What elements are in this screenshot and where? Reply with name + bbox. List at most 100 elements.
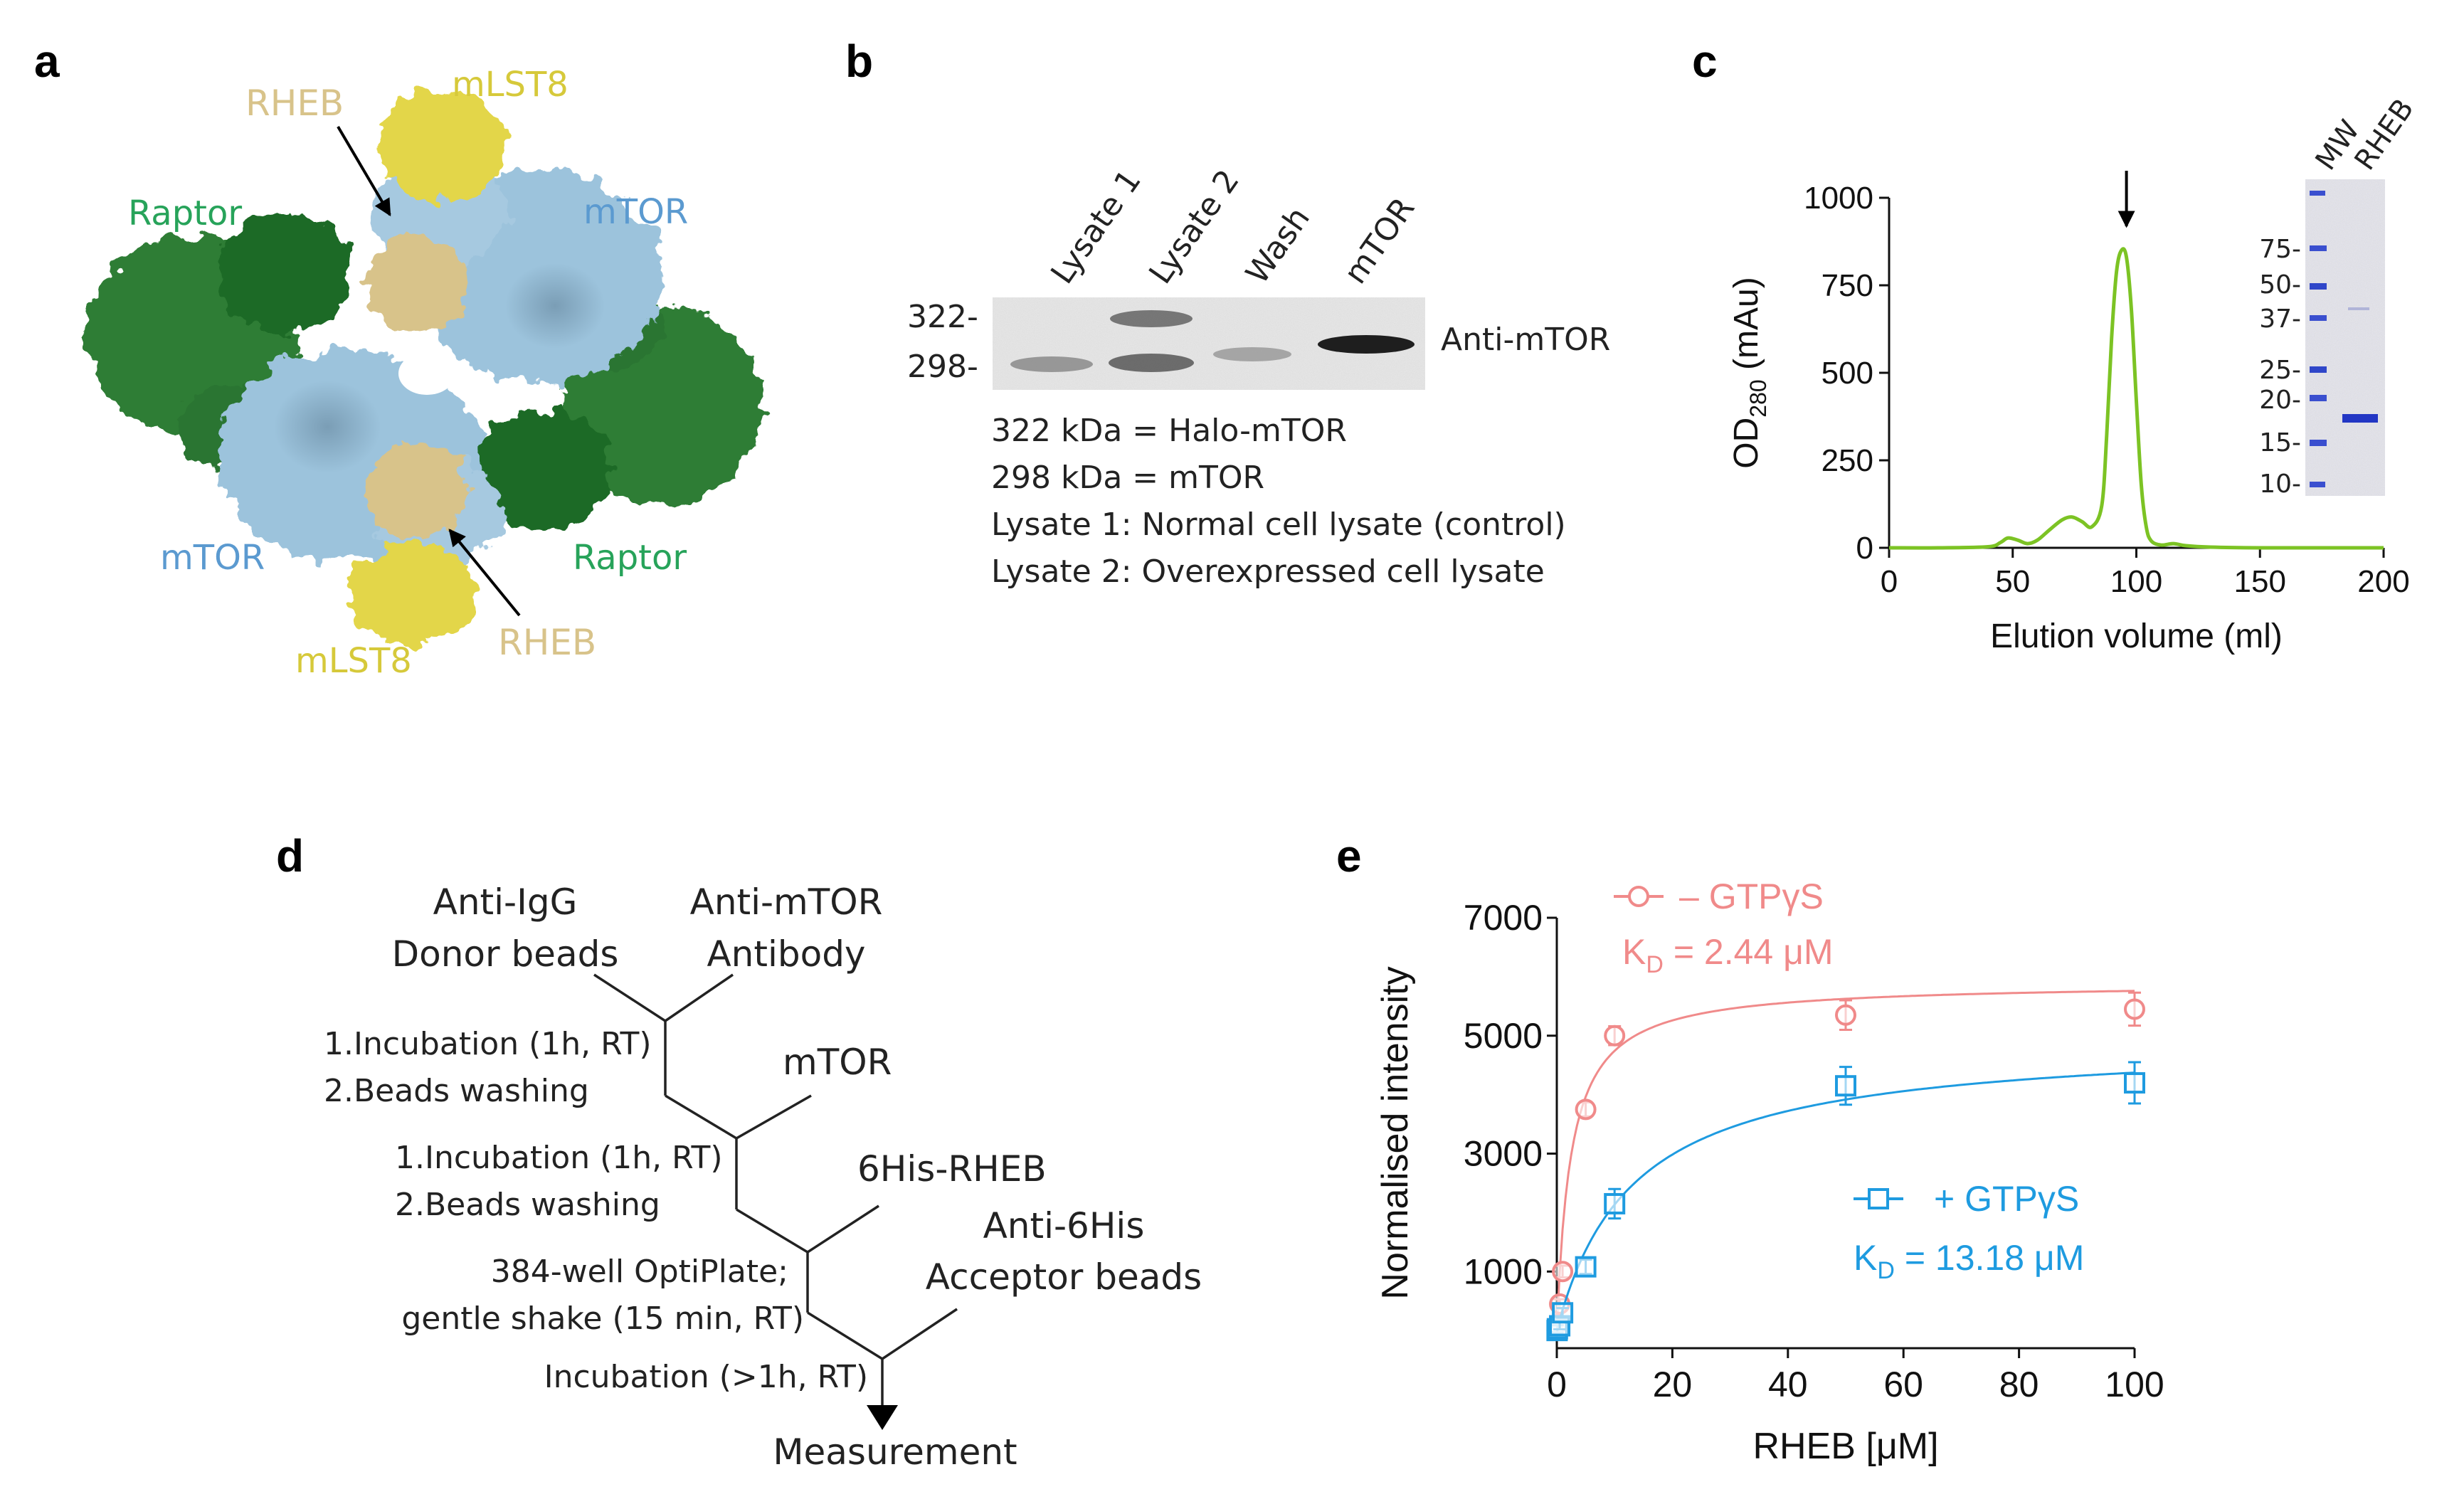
data-point-minus-gtpgs xyxy=(2124,998,2145,1020)
x-tick-label: 80 xyxy=(1999,1365,2039,1404)
label-anti-6his-1: Anti-6His xyxy=(983,1205,1145,1246)
legend-plus-gtpgs: + GTPγS KD = 13.18 μM xyxy=(1854,1179,2084,1284)
label-mtor-right: mTOR xyxy=(583,192,688,232)
legend-line-1: 322 kDa = Halo-mTOR xyxy=(991,413,1347,449)
legend-minus-kd: KD = 2.44 μM xyxy=(1622,932,1834,978)
gel-marker-20: 20- xyxy=(2259,386,2301,415)
rheb-top-arrow xyxy=(337,125,391,217)
panel-letter-d: d xyxy=(276,830,304,881)
y-tick-label: 500 xyxy=(1821,356,1873,391)
legend-line-2: 298 kDa = mTOR xyxy=(991,460,1264,496)
data-point-minus-gtpgs xyxy=(1604,1024,1626,1047)
label-anti-mtor-1: Anti-mTOR xyxy=(690,881,883,923)
label-6his-rheb: 6His-RHEB xyxy=(857,1148,1047,1190)
y-tick-label: 3000 xyxy=(1464,1134,1543,1174)
label-rheb-top: RHEB xyxy=(245,83,344,124)
y-tick-label: 250 xyxy=(1821,443,1873,478)
lane-label-wash: Wash xyxy=(1239,201,1317,290)
x-tick-label: 20 xyxy=(1653,1365,1693,1404)
panel-letter-b: b xyxy=(845,36,873,87)
label-anti-mtor-2: Antibody xyxy=(707,933,865,975)
data-point-plus-gtpgs xyxy=(1552,1302,1574,1324)
x-tick-label: 50 xyxy=(1995,564,2030,599)
y-tick-label: 5000 xyxy=(1464,1016,1543,1056)
x-tick-label: 60 xyxy=(1883,1365,1923,1404)
western-blot-image xyxy=(993,297,1425,390)
panel-letter-a: a xyxy=(34,36,60,87)
data-point-minus-gtpgs xyxy=(1575,1098,1597,1121)
data-point-minus-gtpgs xyxy=(1552,1261,1574,1283)
marker-298: 298- xyxy=(907,349,978,385)
rheb-bottom-arrow xyxy=(448,529,521,617)
y-tick-label: 1000 xyxy=(1804,181,1873,216)
y-tick-label: 750 xyxy=(1821,268,1873,303)
lane-label-lysate-1: Lysate 1 xyxy=(1044,163,1148,290)
mlst8-bottom-blob xyxy=(350,543,475,645)
label-anti-igg-2: Donor beads xyxy=(392,933,619,975)
gel-marker-75: 75- xyxy=(2259,235,2301,264)
x-axis-label: RHEB [μM] xyxy=(1752,1426,1938,1467)
legend-plus-kd: KD = 13.18 μM xyxy=(1854,1238,2084,1284)
panel-a: a xyxy=(34,36,765,681)
chromatogram-trace xyxy=(1888,247,2384,550)
legend-minus-gtpgs: – GTPγS KD = 2.44 μM xyxy=(1614,877,1834,978)
label-anti-6his-2: Acceptor beads xyxy=(926,1256,1202,1298)
rheb-top-blob xyxy=(365,236,467,333)
legend-line-4: Lysate 2: Overexpressed cell lysate xyxy=(991,554,1545,590)
label-mtor: mTOR xyxy=(783,1042,892,1083)
legend-line-3: Lysate 1: Normal cell lysate (control) xyxy=(991,507,1566,543)
lane-label-lysate-2: Lysate 2 xyxy=(1142,163,1247,290)
label-step2-a: 1.Incubation (1h, RT) xyxy=(395,1140,723,1176)
legend-plus-name: + GTPγS xyxy=(1934,1179,2079,1219)
label-step1-a: 1.Incubation (1h, RT) xyxy=(324,1026,652,1062)
fit-curve-minus-gtpgs xyxy=(1555,990,2135,1331)
x-tick-label: 100 xyxy=(2105,1365,2164,1404)
marker-322: 322- xyxy=(907,299,978,335)
gel-marker-37: 37- xyxy=(2259,304,2301,334)
label-step3-a: 384-well OptiPlate; xyxy=(491,1254,788,1290)
label-raptor-left: Raptor xyxy=(128,194,242,233)
panel-letter-e: e xyxy=(1336,830,1362,881)
legend-minus-name: – GTPγS xyxy=(1679,877,1824,916)
data-point-plus-gtpgs xyxy=(2124,1072,2145,1094)
y-tick-label: 1000 xyxy=(1464,1251,1543,1291)
gel-marker-15: 15- xyxy=(2259,428,2301,457)
label-mlst8-top: mLST8 xyxy=(452,65,569,105)
label-step1-b: 2.Beads washing xyxy=(324,1073,589,1109)
rheb-bottom-blob xyxy=(365,443,467,539)
x-tick-label: 0 xyxy=(1547,1365,1567,1404)
x-tick-label: 150 xyxy=(2234,564,2286,599)
panel-d: d Anti-IgG Donor beads Anti-mTOR Antibod… xyxy=(276,830,1202,1473)
label-step4: Incubation (>1h, RT) xyxy=(544,1359,868,1395)
mlst8-top-blob xyxy=(377,90,505,201)
y-axis-label: Normalised intensity xyxy=(1375,966,1416,1299)
lane-label-mtor: mTOR xyxy=(1337,191,1422,291)
label-rheb-bottom: RHEB xyxy=(498,622,596,663)
data-point-plus-gtpgs xyxy=(1604,1192,1626,1214)
sds-page-gel xyxy=(2305,179,2385,496)
y-tick-label: 0 xyxy=(1856,531,1873,566)
label-measurement: Measurement xyxy=(773,1431,1017,1473)
measurement-arrow xyxy=(867,1405,898,1430)
workflow-tree-lines xyxy=(593,973,958,1416)
protein-structure-illustration xyxy=(85,90,765,645)
x-axis-label: Elution volume (ml) xyxy=(1990,618,2283,655)
label-mtor-left: mTOR xyxy=(160,538,265,578)
gel-marker-50: 50- xyxy=(2259,270,2301,300)
x-tick-label: 200 xyxy=(2357,564,2409,599)
x-tick-label: 0 xyxy=(1881,564,1898,599)
y-axis-label: OD280 (mAu) xyxy=(1728,277,1771,468)
data-point-plus-gtpgs xyxy=(1575,1256,1597,1278)
label-raptor-right: Raptor xyxy=(573,538,687,578)
data-point-plus-gtpgs xyxy=(1835,1075,1856,1097)
blot-label-anti-mtor: Anti-mTOR xyxy=(1441,322,1610,358)
y-tick-label: 7000 xyxy=(1464,898,1543,938)
panel-b: b Lysate 1 Lysate 2 Wash mTOR 322- 298- … xyxy=(845,36,1610,590)
label-mlst8-bottom: mLST8 xyxy=(295,641,412,681)
panel-letter-c: c xyxy=(1692,36,1718,87)
